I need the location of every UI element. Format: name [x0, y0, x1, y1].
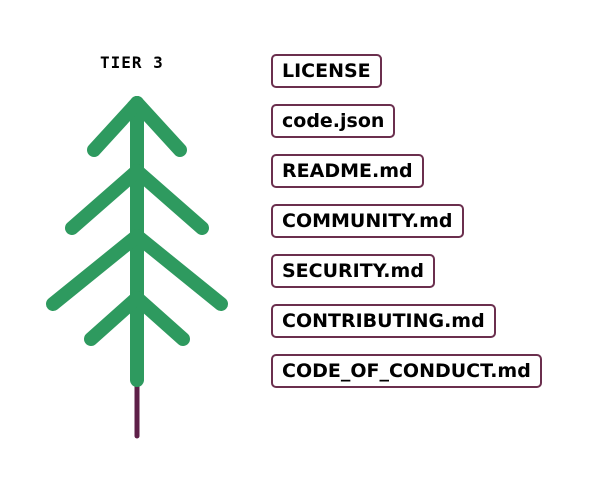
file-code-of-conduct: CODE_OF_CONDUCT.md: [271, 354, 542, 388]
tree-branch: [87, 96, 144, 157]
file-readme: README.md: [271, 154, 424, 188]
tree-branch: [130, 164, 209, 235]
file-list: LICENSE code.json README.md COMMUNITY.md…: [271, 54, 542, 388]
file-community: COMMUNITY.md: [271, 204, 464, 238]
tree-branch: [65, 164, 144, 235]
tree-branch: [130, 291, 190, 346]
tree-branch: [130, 96, 187, 157]
tree-branch: [130, 229, 228, 311]
file-code-json: code.json: [271, 104, 396, 138]
tree-branch: [46, 229, 144, 311]
file-security: SECURITY.md: [271, 254, 435, 288]
tree-branch: [84, 291, 144, 346]
file-license: LICENSE: [271, 54, 382, 88]
tier-label: TIER 3: [100, 53, 164, 72]
file-contributing: CONTRIBUTING.md: [271, 304, 496, 338]
